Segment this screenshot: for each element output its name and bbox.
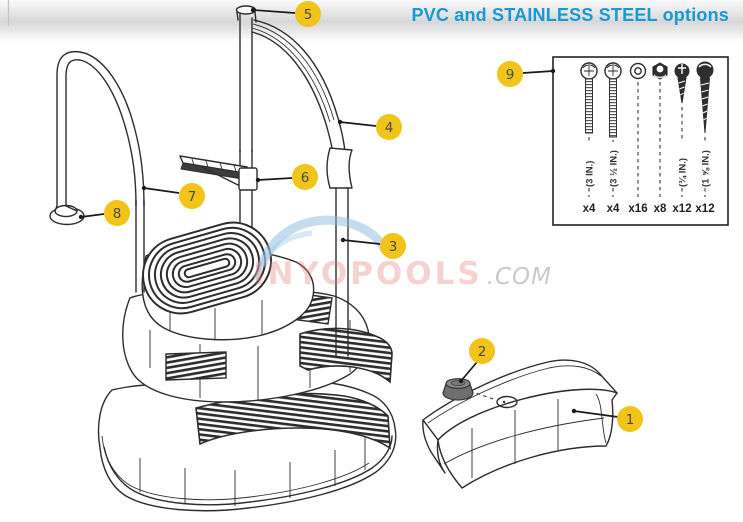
callout-4-number: 4	[385, 120, 394, 136]
cap-alignment-dashed-line	[469, 390, 497, 401]
fastener-qty: x4	[583, 203, 596, 215]
callout-6-number: 6	[301, 170, 310, 186]
fastener-size-label: (3 IN.)	[585, 161, 596, 187]
page-title: PVC and STAINLESS STEEL options	[411, 5, 729, 25]
callout-8: 8	[78, 200, 130, 226]
rail-base-flange	[49, 204, 85, 226]
callout-6: 6	[255, 164, 318, 190]
callout-1-number: 1	[626, 412, 635, 428]
callout-9: 9	[497, 61, 556, 87]
callout-4: 4	[337, 114, 402, 140]
watermark: INYOPOOLS.COM	[253, 215, 552, 292]
ballast-weight-drawing	[422, 359, 618, 489]
fastener-qty: x16	[628, 203, 647, 215]
fastener-size-label: (1 ⅝ IN.)	[701, 150, 712, 187]
hardware-box: (3 IN.) x4 (3 ½ IN.) x4 x16	[552, 56, 729, 226]
fastener-washer: x16	[628, 62, 648, 215]
fastener-qty: x12	[695, 203, 714, 215]
callout-8-number: 8	[113, 206, 122, 222]
callout-1: 1	[571, 406, 643, 432]
fastener-machine-screw-3half: (3 ½ IN.) x4	[604, 62, 622, 215]
fastener-qty: x8	[654, 203, 667, 215]
middle-step-tread-left	[165, 351, 227, 381]
watermark-brand-text: INYOPOOLS	[253, 256, 483, 292]
fastener-machine-screw-3in: (3 IN.) x4	[580, 62, 598, 215]
fastener-screw-1-five-eighth: (1 ⅝ IN.) x12	[695, 61, 715, 215]
callout-3: 3	[340, 233, 406, 259]
left-handrail-drawing	[49, 50, 145, 226]
fastener-screw-three-quarter: (¾ IN.) x12	[672, 63, 692, 215]
header-gradient-band	[0, 0, 743, 42]
callouts: 1 2 3 4 5	[78, 1, 643, 432]
weight-fill-hole	[496, 395, 518, 409]
callout-2-number: 2	[478, 344, 487, 360]
callout-7: 7	[141, 183, 205, 209]
weight-plug-cap	[442, 378, 474, 401]
callout-3-number: 3	[389, 239, 398, 255]
callout-5-number: 5	[304, 7, 313, 23]
svg-text:INYOPOOLS.COM: INYOPOOLS.COM	[253, 256, 552, 292]
callout-5: 5	[250, 1, 321, 27]
callout-2: 2	[458, 338, 495, 384]
weight-front-face	[437, 388, 618, 489]
fastener-qty: x12	[672, 203, 691, 215]
fastener-hex-nut: x8	[652, 62, 668, 215]
watermark-swoosh	[257, 215, 391, 268]
step-unit-drawing	[97, 149, 397, 512]
fastener-qty: x4	[607, 203, 620, 215]
middle-step-tread-right	[299, 327, 393, 384]
rail-sleeve	[326, 147, 353, 189]
fastener-size-label: (¾ IN.)	[678, 158, 689, 187]
watermark-suffix-text: .COM	[487, 264, 552, 290]
fastener-size-label: (3 ½ IN.)	[609, 150, 620, 187]
callout-7-number: 7	[188, 189, 197, 205]
callout-9-number: 9	[506, 67, 515, 83]
